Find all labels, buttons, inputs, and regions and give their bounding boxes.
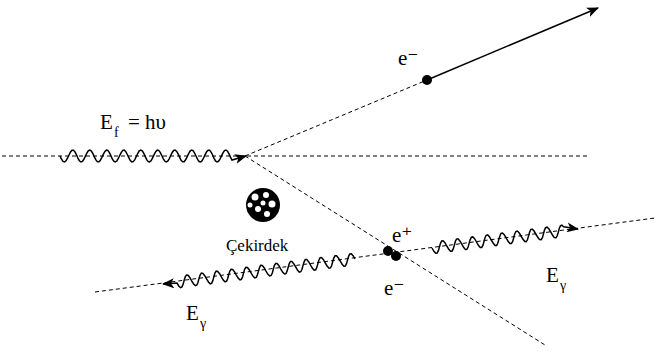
particle-label: e⁺ [392, 225, 412, 246]
energy-subscript: γ [560, 279, 566, 293]
energy-symbol: E [186, 303, 199, 324]
energy-subscript: γ [200, 317, 206, 331]
nucleus [246, 188, 280, 222]
annihilation-line [95, 218, 655, 292]
energy-subscript: f [114, 126, 119, 140]
gamma-wave [163, 254, 355, 288]
energy-symbol: E [100, 112, 113, 133]
energy-symbol: E [546, 265, 559, 286]
energy-formula: = hυ [128, 112, 166, 133]
gamma-wave [432, 225, 578, 253]
particle-label: e⁻ [384, 278, 404, 299]
nucleus-label: Çekirdek [226, 237, 288, 254]
electron-arrow [427, 8, 598, 80]
photon-wave [60, 150, 246, 162]
axis-line [2, 156, 590, 157]
electron-dot [422, 75, 432, 85]
electron-track [245, 80, 427, 156]
particle-label: e⁻ [398, 48, 418, 69]
electron-dot [391, 251, 401, 261]
positron-track [245, 156, 545, 345]
